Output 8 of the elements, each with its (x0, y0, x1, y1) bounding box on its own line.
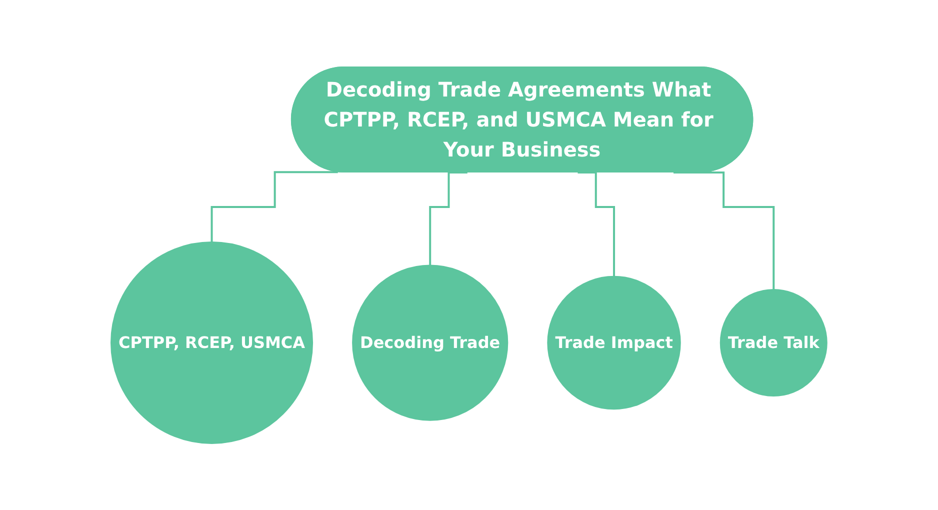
connector (210, 170, 338, 243)
node-circle: Trade Talk (720, 288, 828, 396)
node-circle: Trade Impact (547, 276, 681, 410)
connector (578, 171, 616, 278)
node-circle: CPTPP, RCEP, USMCA (110, 241, 314, 444)
node-circle: Decoding Trade (352, 264, 508, 421)
connector (674, 171, 775, 290)
connector (429, 171, 468, 266)
